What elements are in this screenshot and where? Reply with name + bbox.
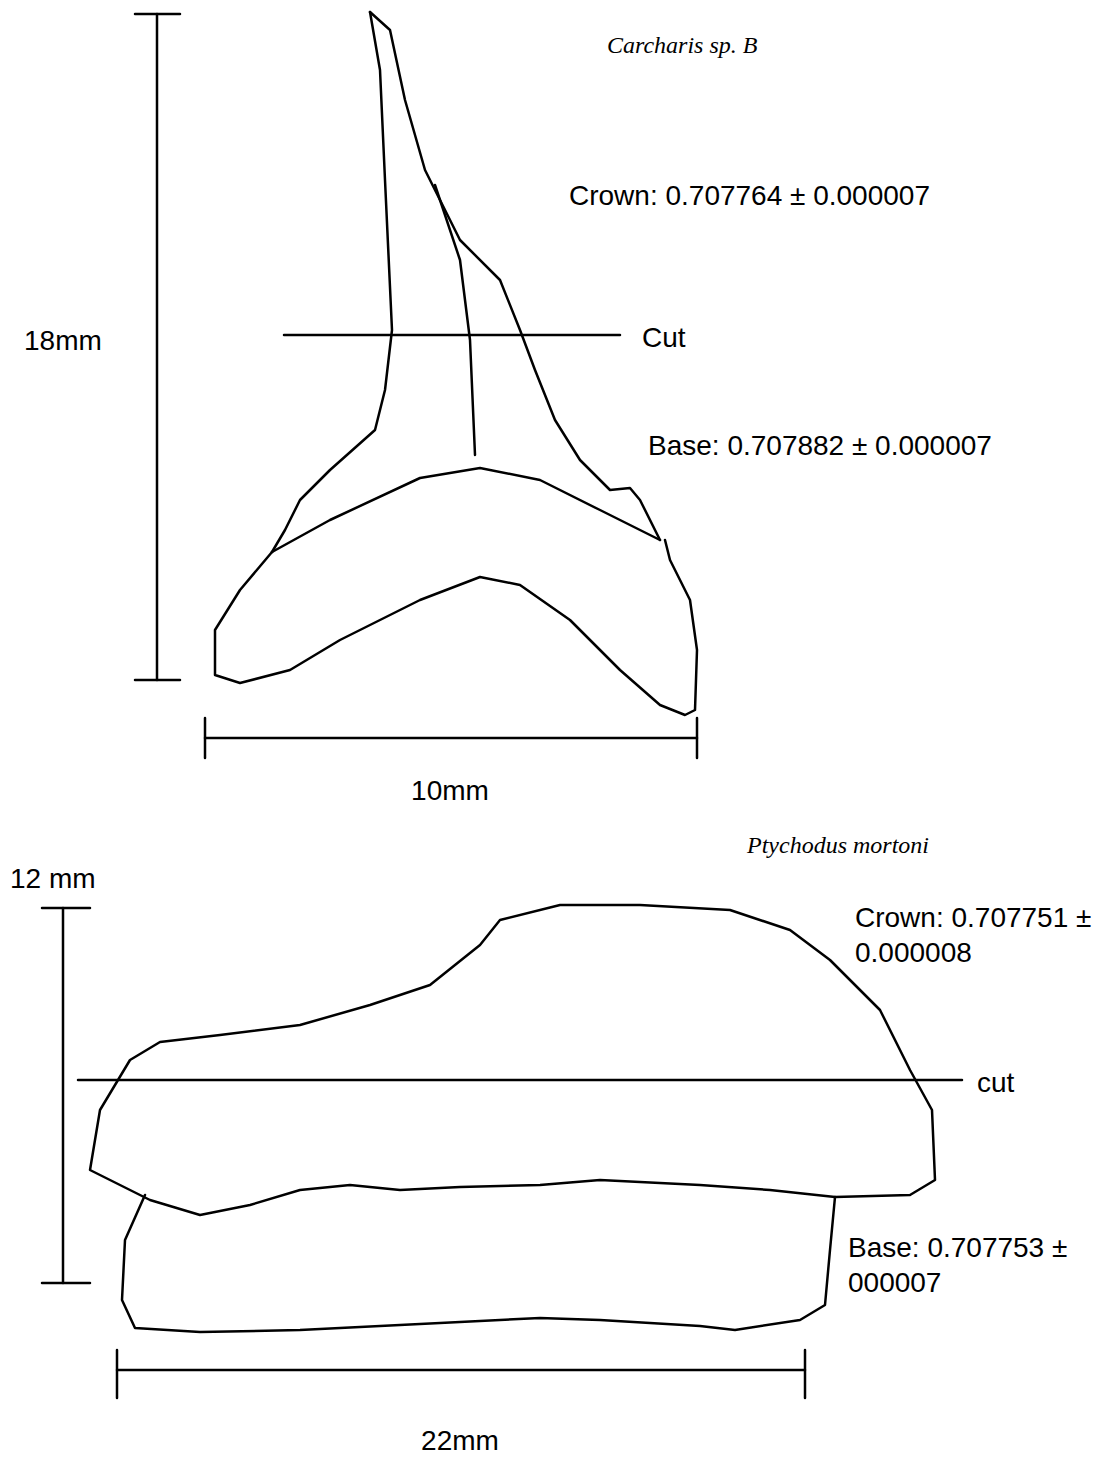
cut-label: Cut (640, 320, 688, 355)
dimension-label: 10mm (409, 773, 491, 808)
species-name: Ptychodus mortoni (745, 830, 931, 860)
dimension-line (205, 718, 697, 758)
cut-label: cut (975, 1065, 1016, 1100)
dimension-label: 18mm (22, 323, 104, 358)
isotope-value: Base: 0.707882 ± 0.000007 (646, 428, 994, 463)
dimension-line (42, 908, 90, 1283)
isotope-value: Crown: 0.707751 ± 0.000008 (853, 900, 1097, 970)
tooth-outline (215, 12, 697, 715)
tooth-outline (90, 905, 935, 1332)
dimension-line (135, 14, 180, 680)
isotope-value: Base: 0.707753 ± 000007 (846, 1230, 1090, 1300)
dimension-line (117, 1350, 805, 1398)
dimension-label: 22mm (419, 1423, 501, 1458)
species-name: Carcharis sp. B (605, 30, 759, 60)
cut-line (78, 1079, 962, 1082)
dimension-label: 12 mm (8, 861, 98, 896)
cut-line (284, 334, 620, 337)
isotope-value: Crown: 0.707764 ± 0.000007 (567, 178, 932, 213)
